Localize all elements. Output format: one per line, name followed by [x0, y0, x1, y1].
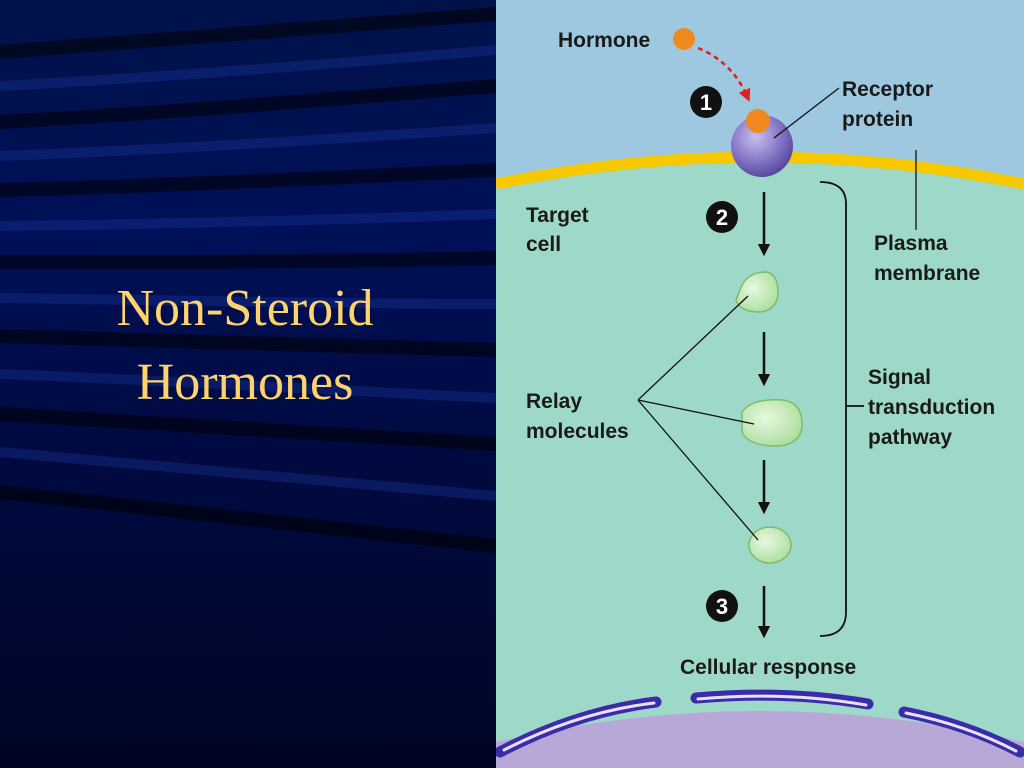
step-3-badge [706, 590, 738, 622]
target-cell-label-line-2: cell [526, 233, 561, 256]
signal-transduction-diagram: Hormone Receptor protein 1 Target cell P… [496, 0, 1024, 768]
slide-title-line-1: Non-Steroid [116, 280, 374, 337]
hormone-label: Hormone [558, 29, 650, 52]
step-2-badge [706, 201, 738, 233]
pathway-bracket [819, 181, 847, 637]
receptor-label-line-1: Receptor [842, 78, 933, 101]
cellular-response-label: Cellular response [680, 656, 856, 679]
signal-pathway-label-line-2: transduction [868, 396, 995, 419]
bound-hormone [746, 109, 770, 133]
step-1-number: 1 [700, 90, 712, 115]
relay-molecule-2 [741, 399, 803, 447]
relay-molecule-3 [748, 526, 792, 564]
plasma-membrane-label-line-2: membrane [874, 262, 980, 285]
hormone-binding-arrow [697, 46, 751, 102]
relay-molecule-1 [735, 271, 779, 313]
relay-molecules-label-line-2: molecules [526, 420, 629, 443]
left-panel: Non-Steroid Hormones [0, 0, 496, 768]
slide-title: Non-Steroid Hormones [0, 272, 490, 420]
receptor-pointer-line [773, 87, 840, 139]
cytoplasm [496, 157, 1024, 768]
relay-pointer-lines [637, 295, 759, 541]
receptor-label-line-2: protein [842, 108, 913, 131]
step-1-badge [690, 86, 722, 118]
receptor-protein [731, 115, 793, 177]
relay-molecules-label-line-1: Relay [526, 390, 582, 413]
hormone-molecule [673, 28, 695, 50]
background-stripes [0, 7, 496, 553]
nucleus [496, 711, 1024, 768]
signal-pathway-label-line-1: Signal [868, 366, 931, 389]
slide-title-line-2: Hormones [136, 354, 354, 411]
step-3-number: 3 [716, 594, 728, 619]
signal-pathway-label-line-3: pathway [868, 426, 952, 449]
target-cell-label-line-1: Target [526, 204, 589, 227]
plasma-membrane-label-line-1: Plasma [874, 232, 948, 255]
step-2-number: 2 [716, 205, 728, 230]
